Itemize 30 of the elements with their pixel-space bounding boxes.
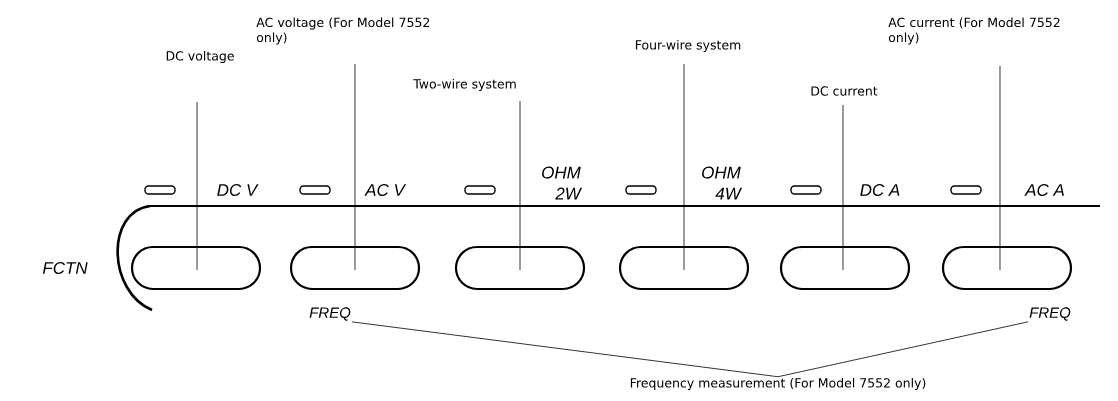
panel-label: FCTN	[42, 261, 88, 274]
key-button	[941, 245, 1073, 291]
callout-text: Frequency measurement (For Model 7552 only)	[630, 377, 926, 391]
leader-line	[842, 104, 844, 271]
leader-line	[351, 321, 779, 378]
leader-line	[999, 65, 1001, 271]
key-label: FREQ	[1029, 307, 1071, 321]
key-button	[454, 245, 586, 291]
callout-text: Two-wire system	[413, 78, 516, 92]
panel-label: DC A	[860, 183, 900, 196]
leader-line	[777, 321, 1029, 378]
panel-label: AC V	[364, 183, 407, 196]
key-button	[130, 245, 262, 291]
callout-text: AC current (For Model 7552 only)	[888, 17, 1060, 45]
callout-text: DC current	[811, 86, 878, 96]
leader-line	[354, 63, 356, 271]
key-button	[779, 245, 911, 291]
leader-line	[683, 63, 685, 271]
panel-label: AC A	[1024, 183, 1064, 196]
key-label: FREQ	[309, 307, 351, 321]
key-button	[618, 245, 750, 291]
panel-label: OHM 4W	[702, 166, 743, 200]
panel-label: OHM 2W	[542, 166, 583, 200]
key-button	[289, 245, 421, 291]
callout-text: DC voltage	[166, 50, 234, 64]
leader-line	[519, 100, 521, 271]
leader-line	[196, 101, 198, 271]
panel-label: DC V	[217, 183, 259, 196]
callout-text: AC voltage (For Model 7552 only)	[256, 17, 430, 45]
callout-text: Four-wire system	[635, 39, 741, 53]
